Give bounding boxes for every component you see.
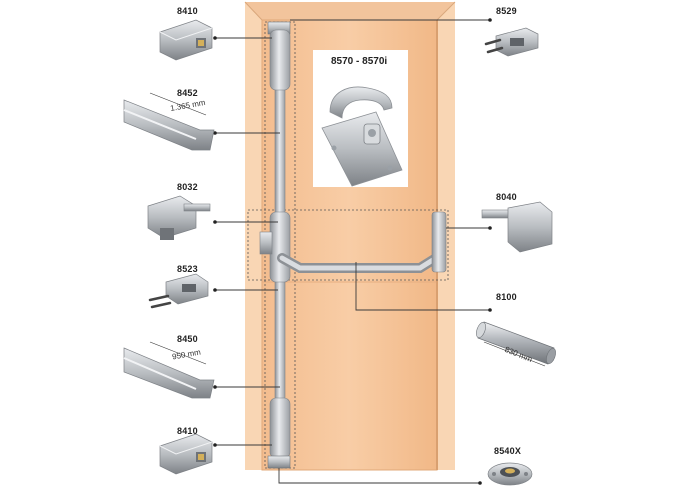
lower-rod-icon xyxy=(123,341,215,399)
upper-rod-icon xyxy=(123,92,215,151)
part-code-8100: 8100 xyxy=(496,292,517,302)
part-code-8540x: 8540X xyxy=(494,446,522,456)
part-code-8410-top: 8410 xyxy=(177,6,198,16)
bottom-latch-icon xyxy=(159,433,213,475)
connector-icon xyxy=(147,195,211,240)
mounting-outline-middle xyxy=(247,209,449,281)
inset-title: 8570 - 8570i xyxy=(331,56,388,67)
part-code-8032: 8032 xyxy=(177,182,198,192)
floor-socket-icon xyxy=(487,462,533,486)
handle-lever-icon xyxy=(329,86,393,119)
handle-inset xyxy=(313,50,408,187)
strike-plate-icon xyxy=(484,27,539,57)
leader-lines xyxy=(215,19,490,484)
end-bracket-icon xyxy=(481,201,553,253)
top-latch-icon xyxy=(159,19,213,61)
part-code-8452: 8452 xyxy=(177,88,198,98)
handle-backplate-icon xyxy=(321,111,403,187)
part-code-8529: 8529 xyxy=(496,6,517,16)
leader-dots xyxy=(213,18,492,485)
part-code-8410-bottom: 8410 xyxy=(177,426,198,436)
part-code-8040: 8040 xyxy=(496,192,517,202)
guide-bracket-icon xyxy=(148,273,209,309)
push-bar-assembly xyxy=(259,211,447,273)
part-code-8523: 8523 xyxy=(177,264,198,274)
push-bar-tube-icon xyxy=(476,321,556,367)
part-code-8450: 8450 xyxy=(177,334,198,344)
